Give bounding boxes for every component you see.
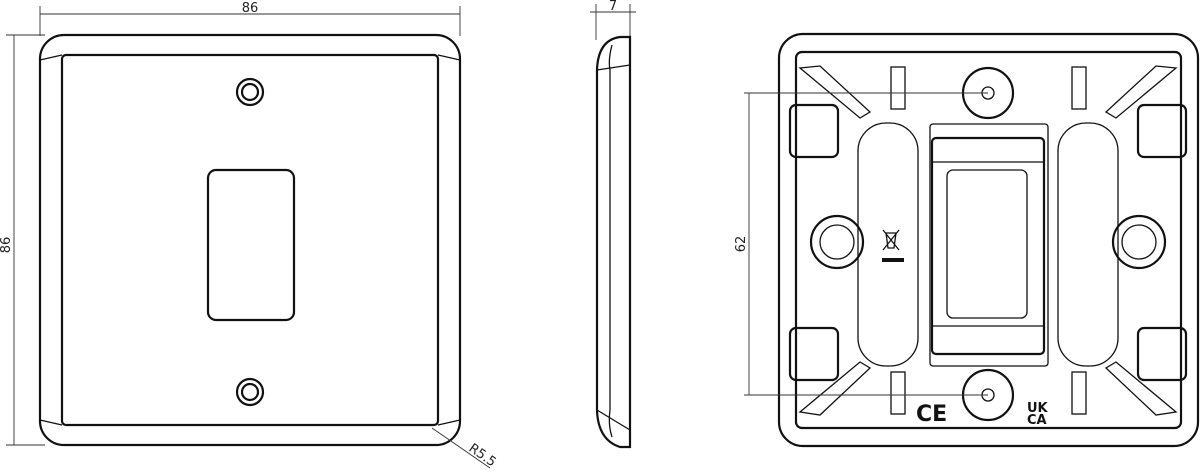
fixing-centres-dimension: 62 xyxy=(734,236,749,253)
corner-pad xyxy=(788,103,840,159)
plate-face xyxy=(60,53,440,427)
side-view: 7 xyxy=(590,0,636,449)
height-dimension: 86 xyxy=(0,237,14,254)
ukca-mark-line1: UK xyxy=(1027,401,1049,416)
bottom-screw xyxy=(235,377,265,407)
depth-dimension: 7 xyxy=(609,0,617,14)
top-screw xyxy=(235,77,265,107)
rocker-switch xyxy=(206,168,296,322)
front-view: 86 86 R5.5 xyxy=(0,1,499,470)
width-dimension: 86 xyxy=(242,1,259,16)
ukca-mark-line2: CA xyxy=(1027,413,1047,428)
plate-outline xyxy=(38,33,462,447)
side-profile xyxy=(595,35,632,449)
weee-bin-icon xyxy=(882,229,904,262)
rear-view: CE UK CA 62 xyxy=(734,32,1200,448)
side-fixing-hole xyxy=(819,224,855,260)
rear-outline xyxy=(777,32,1200,448)
ce-mark: CE xyxy=(916,402,947,427)
radius-dimension: R5.5 xyxy=(466,441,499,470)
rear-switch-body xyxy=(930,136,1046,356)
